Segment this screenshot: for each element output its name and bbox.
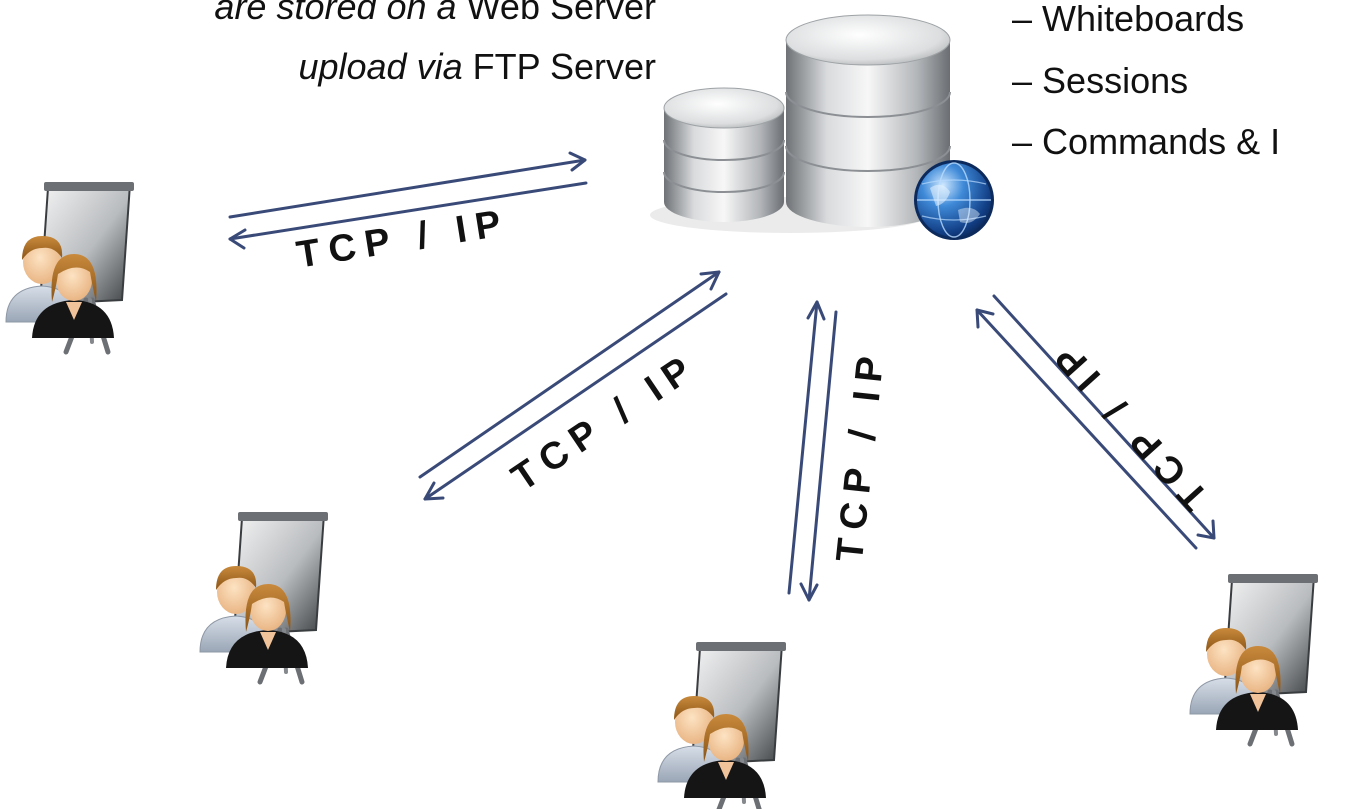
storage-line-ftp-server: upload via FTP Server [298, 46, 656, 88]
connection-label-2: TCP / IP [504, 345, 706, 500]
connection-arrows-2 [418, 270, 728, 501]
connection-label-3: TCP / IP [829, 346, 893, 564]
storage-line-web-server: are stored on a Web Server [214, 0, 656, 28]
storage-line-1-suffix: Web Server [466, 0, 656, 27]
list-item-label: Sessions [1042, 59, 1189, 101]
list-item: – Commands & I [1012, 121, 1280, 163]
presentation-users-icon [200, 512, 328, 682]
storage-line-2-suffix: FTP Server [472, 46, 656, 87]
list-item: – Sessions [1012, 60, 1280, 102]
presentation-users-icon [1190, 574, 1318, 744]
stored-items-list: – Whiteboards – Sessions – Commands & I [1012, 0, 1280, 183]
storage-line-1-prefix: are stored on a [214, 0, 457, 27]
database-server-icon [650, 14, 951, 233]
list-item-label: Commands & I [1042, 121, 1281, 162]
connection-arrows-3 [787, 300, 838, 602]
list-item-label: Whiteboards [1042, 0, 1245, 39]
presentation-users-icon [658, 642, 786, 809]
storage-line-2-prefix: upload via [298, 46, 463, 87]
presentation-users-icon [6, 182, 134, 352]
list-item: – Whiteboards [1012, 0, 1280, 40]
connection-arrows-4 [975, 294, 1216, 550]
list-dash: – [1012, 121, 1033, 162]
globe-icon [914, 160, 994, 240]
list-dash: – [1012, 59, 1033, 101]
connection-label-4: TCP / IP [1042, 330, 1217, 518]
list-dash: – [1012, 0, 1033, 39]
connection-arrows-1 [228, 151, 588, 250]
